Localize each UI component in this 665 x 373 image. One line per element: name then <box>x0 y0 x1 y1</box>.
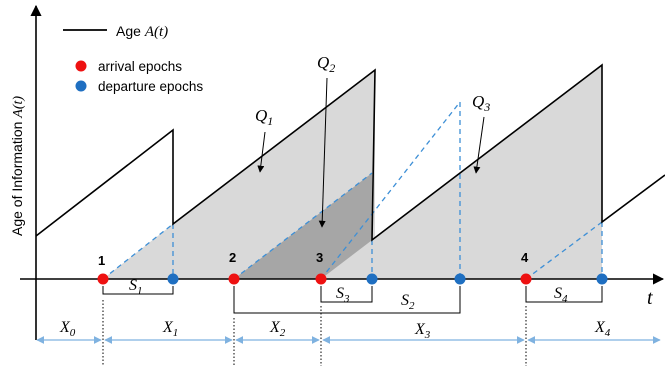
legend-arrival-label: arrival epochs <box>98 59 182 74</box>
arrow-q2 <box>318 77 328 228</box>
service-label-s3: S3 <box>336 285 350 305</box>
q-labels: Q1 Q2 Q3 <box>255 53 490 228</box>
arrival-markers <box>97 273 532 285</box>
interval-label-x4: X4 <box>594 319 611 339</box>
departure-marker <box>167 273 179 285</box>
dashed-lines <box>102 101 603 280</box>
arrow-q1 <box>257 131 266 173</box>
departure-marker <box>596 273 608 285</box>
legend: Age A(t) arrival epochs departure epochs <box>63 23 203 94</box>
y-axis-label: Age of Information A(t) <box>9 96 26 236</box>
interval-label-x1: X1 <box>162 319 178 339</box>
epoch-label-2: 2 <box>229 250 236 265</box>
age-curve <box>35 63 665 242</box>
legend-age-label: Age A(t) <box>116 23 168 40</box>
legend-departure-marker <box>75 80 87 92</box>
service-label-s1: S1 <box>129 277 143 297</box>
service-brackets <box>102 286 603 314</box>
region-q4 <box>460 65 602 279</box>
interval-label-x0: X0 <box>59 319 76 339</box>
arrival-marker <box>315 273 327 285</box>
legend-arrival-marker <box>75 60 87 72</box>
service-label-s2: S2 <box>401 292 415 312</box>
interval-label-x2: X2 <box>269 319 286 339</box>
interval-label-x3: X3 <box>414 321 431 341</box>
epoch-label-3: 3 <box>316 250 323 265</box>
epoch-label-4: 4 <box>521 250 529 265</box>
arrival-marker <box>520 273 532 285</box>
epoch-labels: 1 2 3 4 <box>98 250 529 268</box>
departure-marker <box>366 273 378 285</box>
arrow-q3 <box>473 116 485 174</box>
arrival-marker <box>97 273 109 285</box>
x-axis-label: t <box>647 287 653 309</box>
departure-markers <box>167 273 608 285</box>
drop-lines <box>102 300 527 366</box>
label-q3: Q3 <box>472 92 490 114</box>
arrival-marker <box>228 273 240 285</box>
epoch-label-1: 1 <box>98 253 105 268</box>
label-q1: Q1 <box>255 106 273 128</box>
region-q3b <box>321 102 460 279</box>
label-q2: Q2 <box>317 53 335 75</box>
service-label-s4: S4 <box>554 285 568 305</box>
legend-departure-label: departure epochs <box>98 79 203 94</box>
departure-marker <box>454 273 466 285</box>
